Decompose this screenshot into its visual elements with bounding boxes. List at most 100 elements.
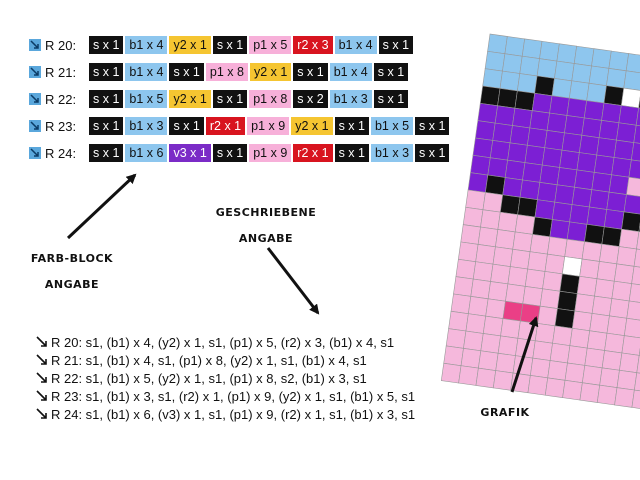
grid-cell [475,120,496,141]
grid-cell [521,38,543,59]
farb-caption-line2: ANGABE [44,278,100,291]
grid-cell [547,236,568,257]
written-row-text: R 23: s1, (b1) x 3, s1, (r2) x 1, (p1) x… [51,388,416,404]
grid-cell [514,90,536,111]
grid-cell [549,95,570,116]
grid-cell [512,107,533,129]
grid-cell [514,214,536,235]
row-marker-icon [36,390,47,401]
grid-cell [453,276,474,297]
color-block-r2: r2 x 1 [293,144,333,162]
grid-cell [455,258,477,280]
grid-cell [520,303,541,324]
color-block-b1: b1 x 4 [334,36,377,54]
grid-cell [631,389,640,411]
grid-cell [601,226,622,247]
grid-cell [517,73,538,94]
grid-cell [576,275,598,297]
grid-cell [631,265,640,287]
grid-cell [485,174,506,196]
grid-cell [608,174,630,195]
grid-cell [492,370,514,391]
grid-cell [636,231,640,252]
grid-cell [572,310,593,332]
grid-cell [502,300,524,322]
grid-cell [562,379,583,401]
grid-cell [635,107,640,129]
geschriebene-caption: GESCHRIEBENE ANGABE [196,200,336,252]
grid-cell [636,355,640,376]
grid-cell [487,281,509,302]
grid-cell [559,273,580,295]
grid-cell [621,211,640,232]
row-marker-icon [29,147,41,159]
grid-cell [556,43,577,64]
grid-cell [492,122,513,144]
grid-cell [532,216,553,238]
grid-cell [569,80,590,101]
grid-cell [480,209,501,230]
grid-cell [586,330,608,351]
grid-cell [601,350,623,371]
grid-cell [573,45,595,67]
row-marker-icon [29,66,41,78]
grid-cell [487,33,508,55]
grid-cell [544,130,565,151]
grid-cell [527,127,548,149]
color-block-s: s x 1 [169,63,204,81]
row-label: R 24: [45,145,77,161]
grid-cell [534,199,556,220]
grid-cell [582,365,603,386]
color-block-s: s x 1 [89,36,124,54]
grid-cell [613,139,635,161]
grid-cell [561,256,583,277]
grid-cell [556,167,578,188]
grid-cell [561,132,583,153]
grid-cell [564,115,585,136]
grid-cell [554,60,575,82]
color-block-s: s x 1 [89,144,124,162]
grid-cell [564,238,585,260]
grid-cell [530,357,551,379]
grid-cell [596,384,618,406]
color-block-b1: b1 x 3 [329,90,372,108]
grid-cell [470,278,491,300]
grid-cell [623,70,640,91]
grid-cell [621,335,640,356]
color-block-r2: r2 x 1 [205,117,246,135]
grid-cell [611,157,632,178]
grid-cell [542,271,563,292]
grid-cell [619,352,640,374]
grid-cell [634,372,640,393]
written-row: R 20: s1, (b1) x 4, (y2) x 1, s1, (p1) x… [36,333,415,351]
color-block-p1: p1 x 8 [205,63,248,81]
written-row-text: R 20: s1, (b1) x 4, (y2) x 1, s1, (p1) x… [51,334,395,350]
grid-cell [576,152,598,173]
color-block-s: s x 1 [415,144,450,162]
grid-cell [626,176,640,198]
grid-cell [603,209,625,230]
row-marker-icon [36,372,47,383]
grid-cell [494,105,516,126]
grid-cell [598,120,620,141]
color-block-b1: b1 x 4 [125,36,168,54]
grid-cell [512,231,533,253]
grid-cell [519,55,540,77]
grid-cell [499,194,521,215]
grid-cell [608,50,629,72]
grid-cell [460,348,482,369]
grid-cell [579,258,600,280]
grid-cell [510,372,531,394]
grid-cell [574,293,595,314]
grid-cell [623,194,640,215]
grid-cell [504,36,525,57]
grid-cell [495,352,516,374]
grid-cell [465,313,487,334]
grid-cell [445,328,467,349]
row-label: R 23: [45,118,77,134]
grid-cell [554,308,576,329]
grid-cell [519,179,541,201]
